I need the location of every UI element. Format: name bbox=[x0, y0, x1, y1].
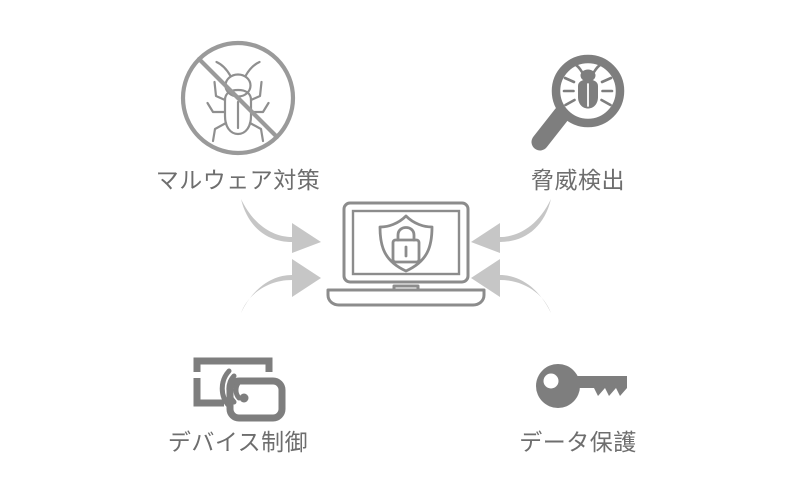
curved-arrow-icon-bottom-left bbox=[238, 258, 324, 320]
key-icon bbox=[523, 352, 633, 424]
curved-arrow-icon-top-right bbox=[468, 192, 554, 254]
curved-arrow-icon-top-left bbox=[238, 192, 324, 254]
node-data-protection-label: データ保護 bbox=[519, 429, 637, 455]
wireless-screen-cast-icon bbox=[183, 352, 293, 424]
node-threat-detection-label: 脅威検出 bbox=[531, 167, 625, 193]
node-device-control[interactable]: デバイス制御 bbox=[128, 352, 348, 455]
laptop-shield-lock-icon bbox=[322, 198, 490, 314]
no-bug-icon bbox=[173, 40, 303, 162]
node-threat-detection[interactable]: 脅威検出 bbox=[468, 44, 688, 193]
node-device-control-label: デバイス制御 bbox=[167, 429, 309, 455]
node-antimalware[interactable]: マルウェア対策 bbox=[128, 40, 348, 193]
magnifier-bug-icon bbox=[518, 44, 638, 162]
center-laptop-shield-lock[interactable] bbox=[322, 198, 490, 314]
node-antimalware-label: マルウェア対策 bbox=[155, 167, 321, 193]
node-data-protection[interactable]: データ保護 bbox=[468, 352, 688, 455]
curved-arrow-icon-bottom-right bbox=[468, 258, 554, 320]
